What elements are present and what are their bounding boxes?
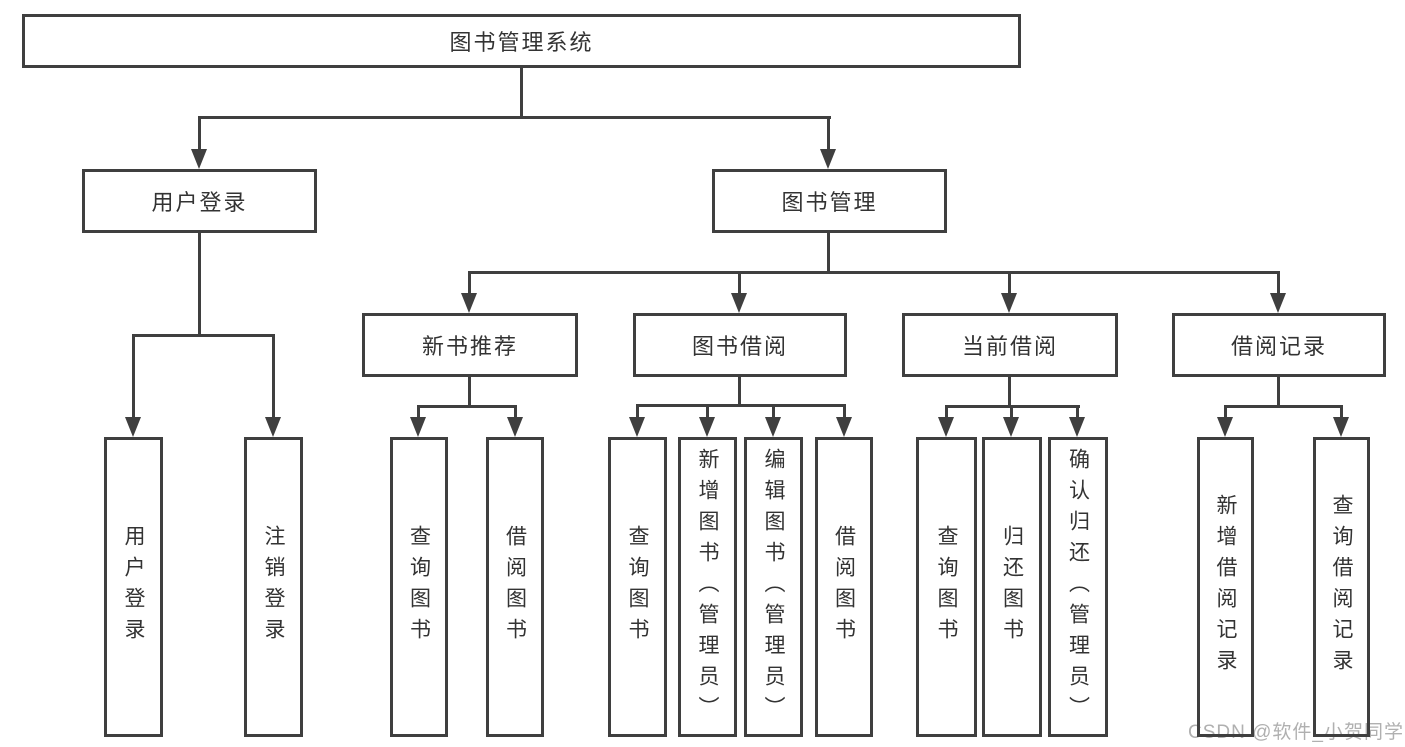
connector-line [1010, 405, 1013, 420]
arrow-down-icon [507, 417, 523, 437]
connector-line [1277, 377, 1280, 408]
node-book-borrowing: 图书借阅 [633, 313, 847, 377]
connector-line [1340, 405, 1343, 420]
arrow-down-icon [1333, 417, 1349, 437]
arrow-down-icon [125, 417, 141, 437]
node-user-login: 用户登录 [82, 169, 317, 233]
connector-line [636, 404, 846, 407]
connector-line [132, 334, 135, 420]
arrow-down-icon [461, 293, 477, 313]
arrow-down-icon [1069, 417, 1085, 437]
leaf-query-books-2: 查询图书 [608, 437, 667, 737]
arrow-down-icon [938, 417, 954, 437]
leaf-label: 查询图书 [935, 525, 958, 649]
connector-line [198, 116, 201, 152]
arrow-down-icon [1001, 293, 1017, 313]
arrow-down-icon [1270, 293, 1286, 313]
connector-line [1076, 405, 1079, 420]
leaf-user-login: 用户登录 [104, 437, 163, 737]
arrow-down-icon [820, 149, 836, 169]
arrow-down-icon [1217, 417, 1233, 437]
leaf-edit-book-admin: 编辑图书（管理员） [744, 437, 803, 737]
leaf-label: 新增图书（管理员） [696, 447, 719, 727]
connector-line [738, 271, 741, 297]
connector-line [468, 377, 471, 408]
node-label: 图书管理 [781, 190, 878, 215]
arrow-down-icon [836, 417, 852, 437]
node-library-management-system: 图书管理系统 [22, 14, 1021, 68]
connector-line [198, 233, 201, 337]
connector-line [520, 66, 523, 118]
leaf-label: 注销登录 [262, 525, 285, 649]
connector-line [827, 116, 830, 152]
connector-line [945, 405, 948, 420]
arrow-down-icon [191, 149, 207, 169]
node-current-borrowing: 当前借阅 [902, 313, 1118, 377]
arrow-down-icon [1003, 417, 1019, 437]
node-book-management: 图书管理 [712, 169, 947, 233]
leaf-add-borrow-record: 新增借阅记录 [1197, 437, 1254, 737]
connector-line [843, 404, 846, 420]
connector-line [468, 271, 1280, 274]
node-new-book-recommendation: 新书推荐 [362, 313, 578, 377]
connector-line [198, 116, 831, 119]
arrow-down-icon [410, 417, 426, 437]
leaf-query-books-1: 查询图书 [390, 437, 448, 737]
connector-line [468, 271, 471, 297]
leaf-return-book: 归还图书 [982, 437, 1042, 737]
connector-line [417, 405, 517, 408]
arrow-down-icon [765, 417, 781, 437]
leaf-label: 查询图书 [407, 525, 431, 649]
leaf-label: 查询借阅记录 [1330, 494, 1353, 680]
connector-line [272, 334, 275, 420]
connector-line [636, 404, 639, 420]
connector-line [132, 334, 275, 337]
node-label: 图书管理系统 [449, 30, 594, 55]
leaf-label: 借阅图书 [503, 525, 527, 649]
connector-line [514, 405, 517, 420]
leaf-borrow-books-2: 借阅图书 [815, 437, 873, 737]
leaf-query-books-3: 查询图书 [916, 437, 977, 737]
node-label: 新书推荐 [421, 334, 518, 359]
leaf-add-book-admin: 新增图书（管理员） [678, 437, 737, 737]
node-label: 图书借阅 [691, 334, 788, 359]
connector-line [417, 405, 420, 420]
node-label: 借阅记录 [1230, 334, 1327, 359]
leaf-borrow-books-1: 借阅图书 [486, 437, 544, 737]
leaf-logout: 注销登录 [244, 437, 303, 737]
connector-line [706, 404, 709, 420]
leaf-label: 编辑图书（管理员） [762, 447, 785, 727]
connector-line [1224, 405, 1227, 420]
arrow-down-icon [265, 417, 281, 437]
connector-line [1008, 271, 1011, 297]
connector-line [1008, 377, 1011, 408]
connector-line [772, 404, 775, 420]
arrow-down-icon [699, 417, 715, 437]
leaf-query-borrow-record: 查询借阅记录 [1313, 437, 1370, 737]
connector-line [1224, 405, 1343, 408]
leaf-label: 归还图书 [1000, 525, 1024, 649]
leaf-label: 确认归还（管理员） [1066, 447, 1090, 727]
leaf-confirm-return-admin: 确认归还（管理员） [1048, 437, 1108, 737]
leaf-label: 用户登录 [122, 525, 145, 649]
node-label: 当前借阅 [961, 334, 1058, 359]
node-borrowing-records: 借阅记录 [1172, 313, 1386, 377]
connector-line [738, 377, 741, 407]
arrow-down-icon [731, 293, 747, 313]
watermark-text: CSDN @软件_小贺同学 [1188, 722, 1404, 743]
leaf-label: 查询图书 [626, 525, 649, 649]
leaf-label: 新增借阅记录 [1214, 494, 1237, 680]
node-label: 用户登录 [151, 190, 248, 215]
leaf-label: 借阅图书 [832, 525, 856, 649]
arrow-down-icon [629, 417, 645, 437]
connector-line [827, 233, 830, 274]
connector-line [1277, 271, 1280, 297]
